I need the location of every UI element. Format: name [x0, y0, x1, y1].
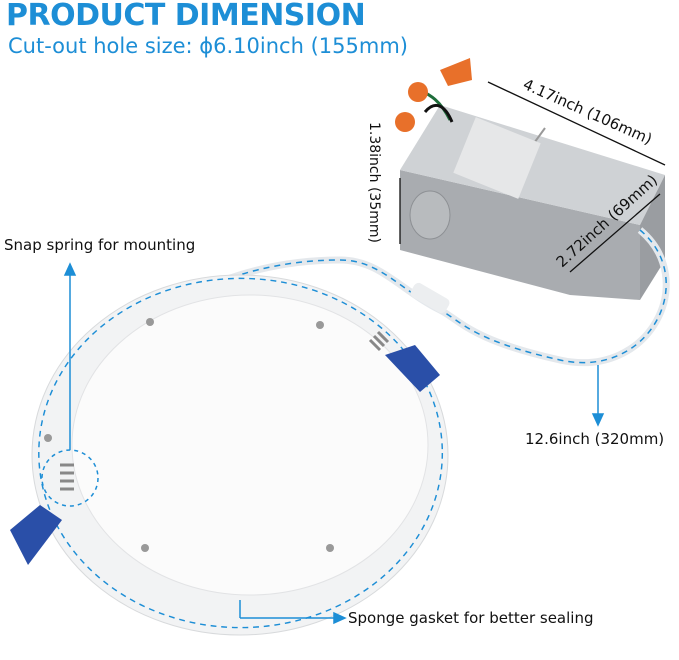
wire-nuts [395, 58, 472, 132]
dimension-cable-length: 12.6inch (320mm) [525, 430, 665, 448]
led-downlight [31, 274, 449, 636]
spring-clips [10, 330, 440, 565]
callout-gasket: Sponge gasket for better sealing [348, 609, 594, 627]
dimension-box-height: 1.38inch (35mm) [366, 122, 382, 243]
callout-lines [41, 262, 605, 625]
connector [410, 282, 450, 314]
cutout-size: Cut-out hole size: ϕ6.10inch (155mm) [8, 34, 408, 58]
dimension-lines [399, 81, 666, 273]
callout-spring: Snap spring for mounting [4, 236, 196, 254]
page-title: PRODUCT DIMENSION [6, 0, 366, 33]
